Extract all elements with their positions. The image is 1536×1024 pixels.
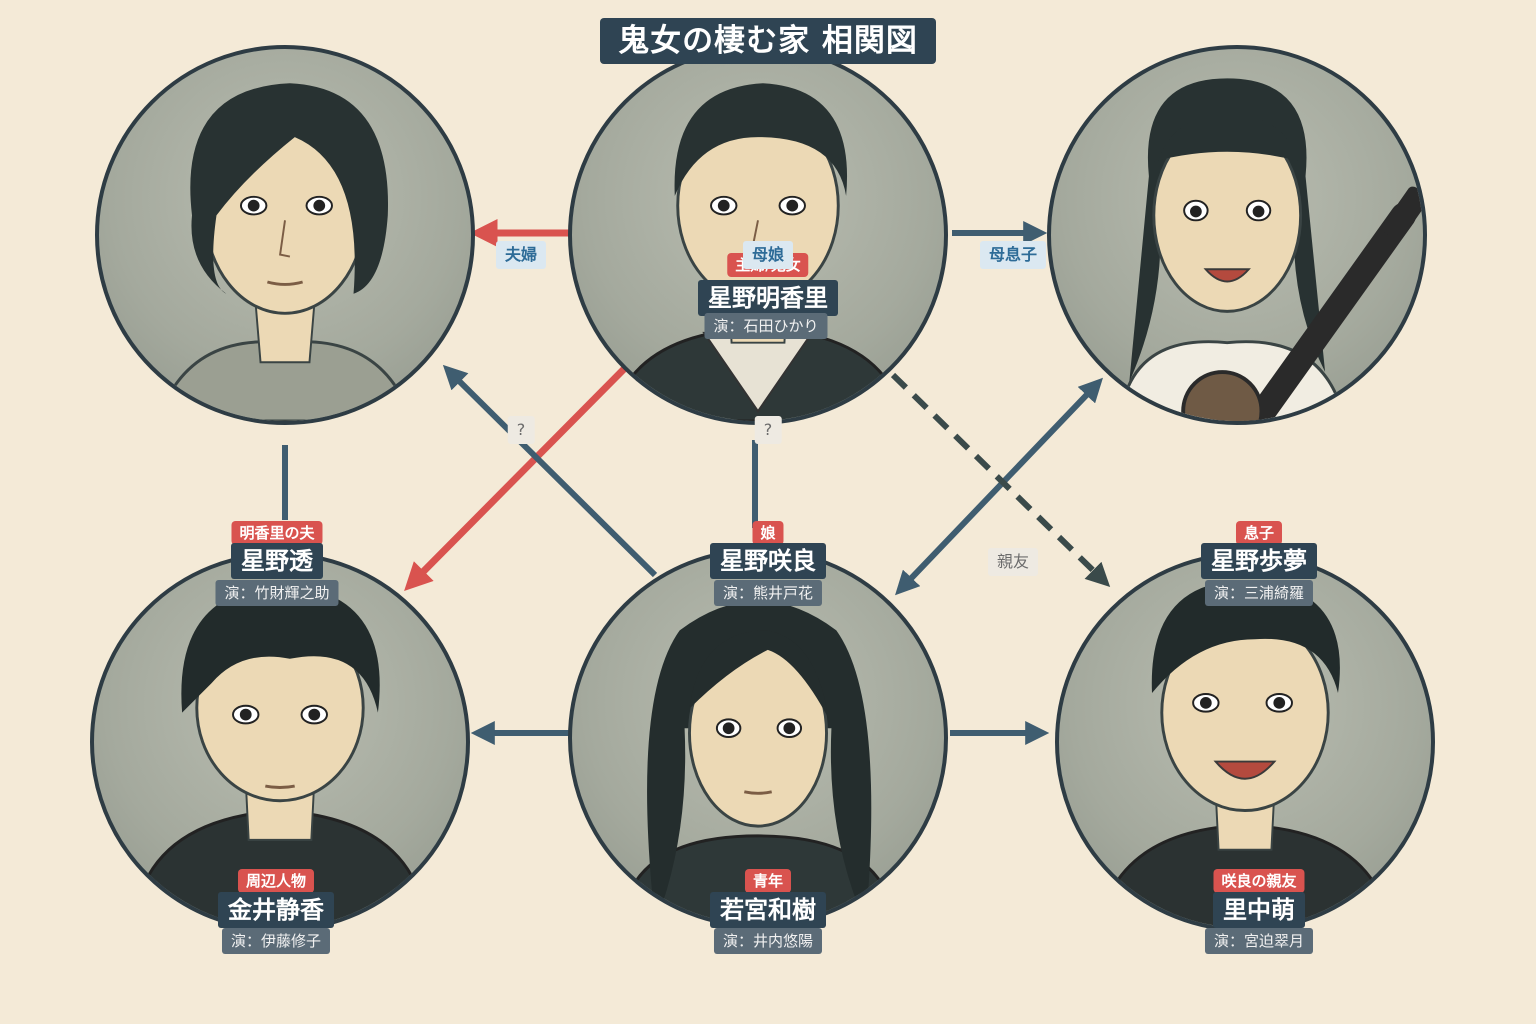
actor-moe: 演：宮迫翠月	[1204, 928, 1314, 954]
role-tag-shizuka: 周辺人物	[237, 869, 315, 893]
relation-label-q2: ?	[754, 416, 782, 444]
portrait-toru[interactable]	[95, 45, 475, 425]
shinyu-dashed-arrow	[890, 372, 1111, 588]
actor-shizuka: 演：伊藤修子	[221, 928, 331, 954]
actor-kazuki: 演：井内悠陽	[713, 928, 823, 954]
akari-to-shizuka-arrow	[404, 365, 628, 591]
actor-ayumu: 演：三浦綺羅	[1204, 580, 1314, 606]
portrait-akari[interactable]	[568, 45, 948, 425]
relation-label-fuufu: 夫婦	[495, 241, 547, 269]
character-name-akari[interactable]: 星野明香里	[698, 280, 838, 316]
actor-toru: 演：竹財輝之助	[215, 580, 339, 606]
role-tag-ayumu: 息子	[1235, 521, 1283, 545]
character-name-sara[interactable]: 星野咲良	[710, 543, 826, 579]
actor-sara: 演：熊井戸花	[713, 580, 823, 606]
role-tag-sara: 娘	[752, 521, 784, 545]
sara-to-toru-arrow	[442, 364, 658, 578]
portrait-moe[interactable]	[1055, 552, 1435, 932]
character-name-ayumu[interactable]: 星野歩夢	[1201, 543, 1317, 579]
actor-akari: 演：石田ひかり	[704, 313, 828, 339]
page-title: 鬼女の棲む家 相関図	[600, 18, 936, 64]
relation-label-q1: ?	[507, 416, 535, 444]
sara-ayumu-double-arrow	[895, 377, 1103, 596]
character-name-kazuki[interactable]: 若宮和樹	[710, 892, 826, 928]
portrait-sara[interactable]	[1047, 45, 1427, 425]
character-name-toru[interactable]: 星野透	[231, 543, 323, 579]
portrait-kazuki[interactable]	[568, 548, 948, 928]
relation-label-boshi: 母息子	[979, 241, 1047, 269]
guitar-icon	[1181, 186, 1423, 421]
role-tag-kazuki: 青年	[744, 869, 792, 893]
relation-label-shinyu: 親友	[987, 548, 1039, 576]
role-tag-toru: 明香里の夫	[231, 521, 323, 545]
character-name-shizuka[interactable]: 金井静香	[218, 892, 334, 928]
role-tag-moe: 咲良の親友	[1213, 869, 1305, 893]
character-name-moe[interactable]: 里中萌	[1213, 892, 1305, 928]
relation-label-boujou: 母娘	[742, 241, 794, 269]
